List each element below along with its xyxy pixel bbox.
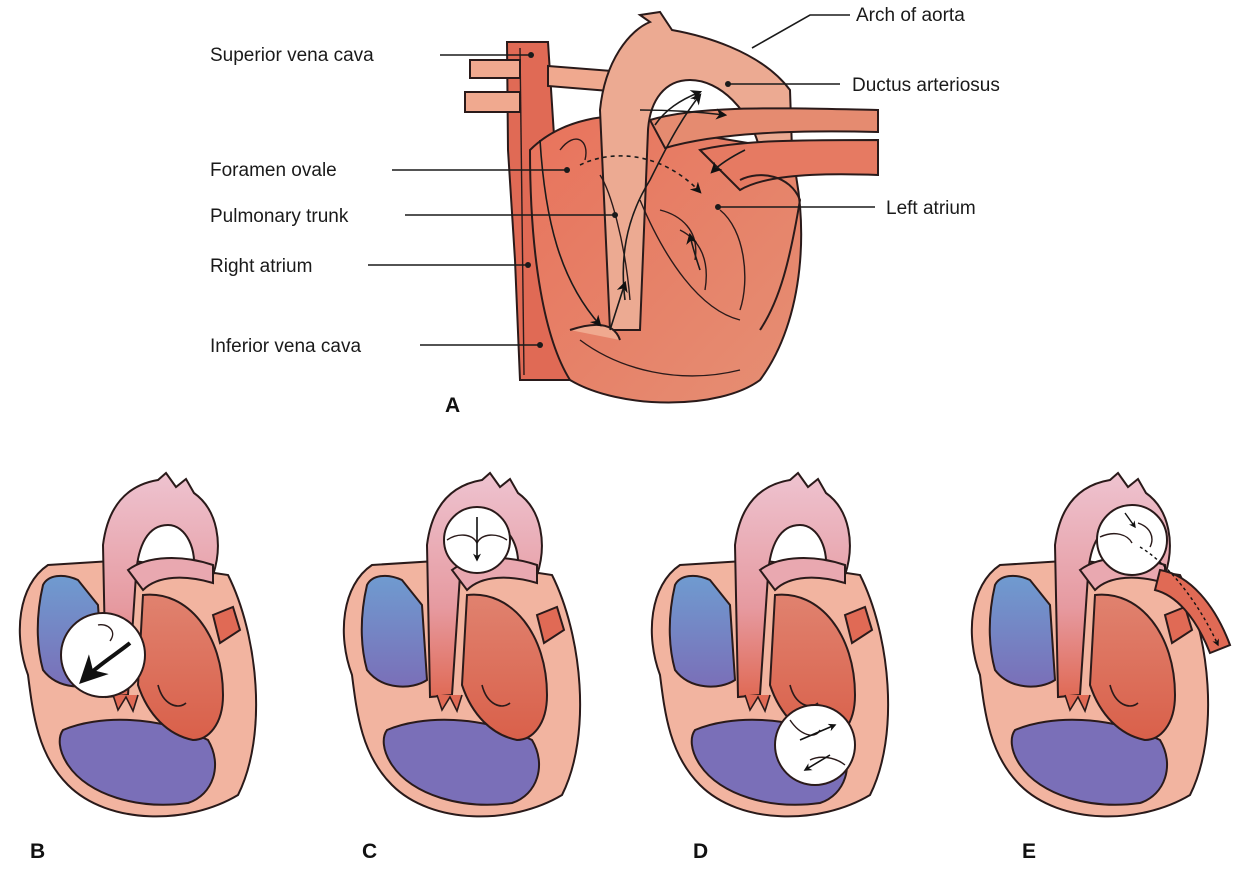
panel-letter-b: B	[30, 840, 45, 863]
panel-letter-c: C	[362, 840, 377, 863]
panel-d-heart	[652, 473, 888, 816]
label-ductus-arteriosus: Ductus arteriosus	[852, 75, 1000, 96]
panel-letter-a: A	[445, 394, 460, 417]
label-pulmonary-trunk: Pulmonary trunk	[210, 206, 349, 227]
panel-a-heart	[368, 12, 878, 403]
panel-letter-e: E	[1022, 840, 1036, 863]
label-inferior-vena-cava: Inferior vena cava	[210, 336, 361, 357]
label-superior-vena-cava: Superior vena cava	[210, 45, 374, 66]
label-left-atrium: Left atrium	[886, 198, 976, 219]
label-arch-of-aorta: Arch of aorta	[856, 5, 965, 26]
panel-e-heart	[972, 473, 1230, 816]
panel-b-heart	[20, 473, 256, 816]
label-right-atrium: Right atrium	[210, 256, 312, 277]
panel-letter-d: D	[693, 840, 708, 863]
label-foramen-ovale: Foramen ovale	[210, 160, 337, 181]
panel-c-heart	[344, 473, 580, 816]
